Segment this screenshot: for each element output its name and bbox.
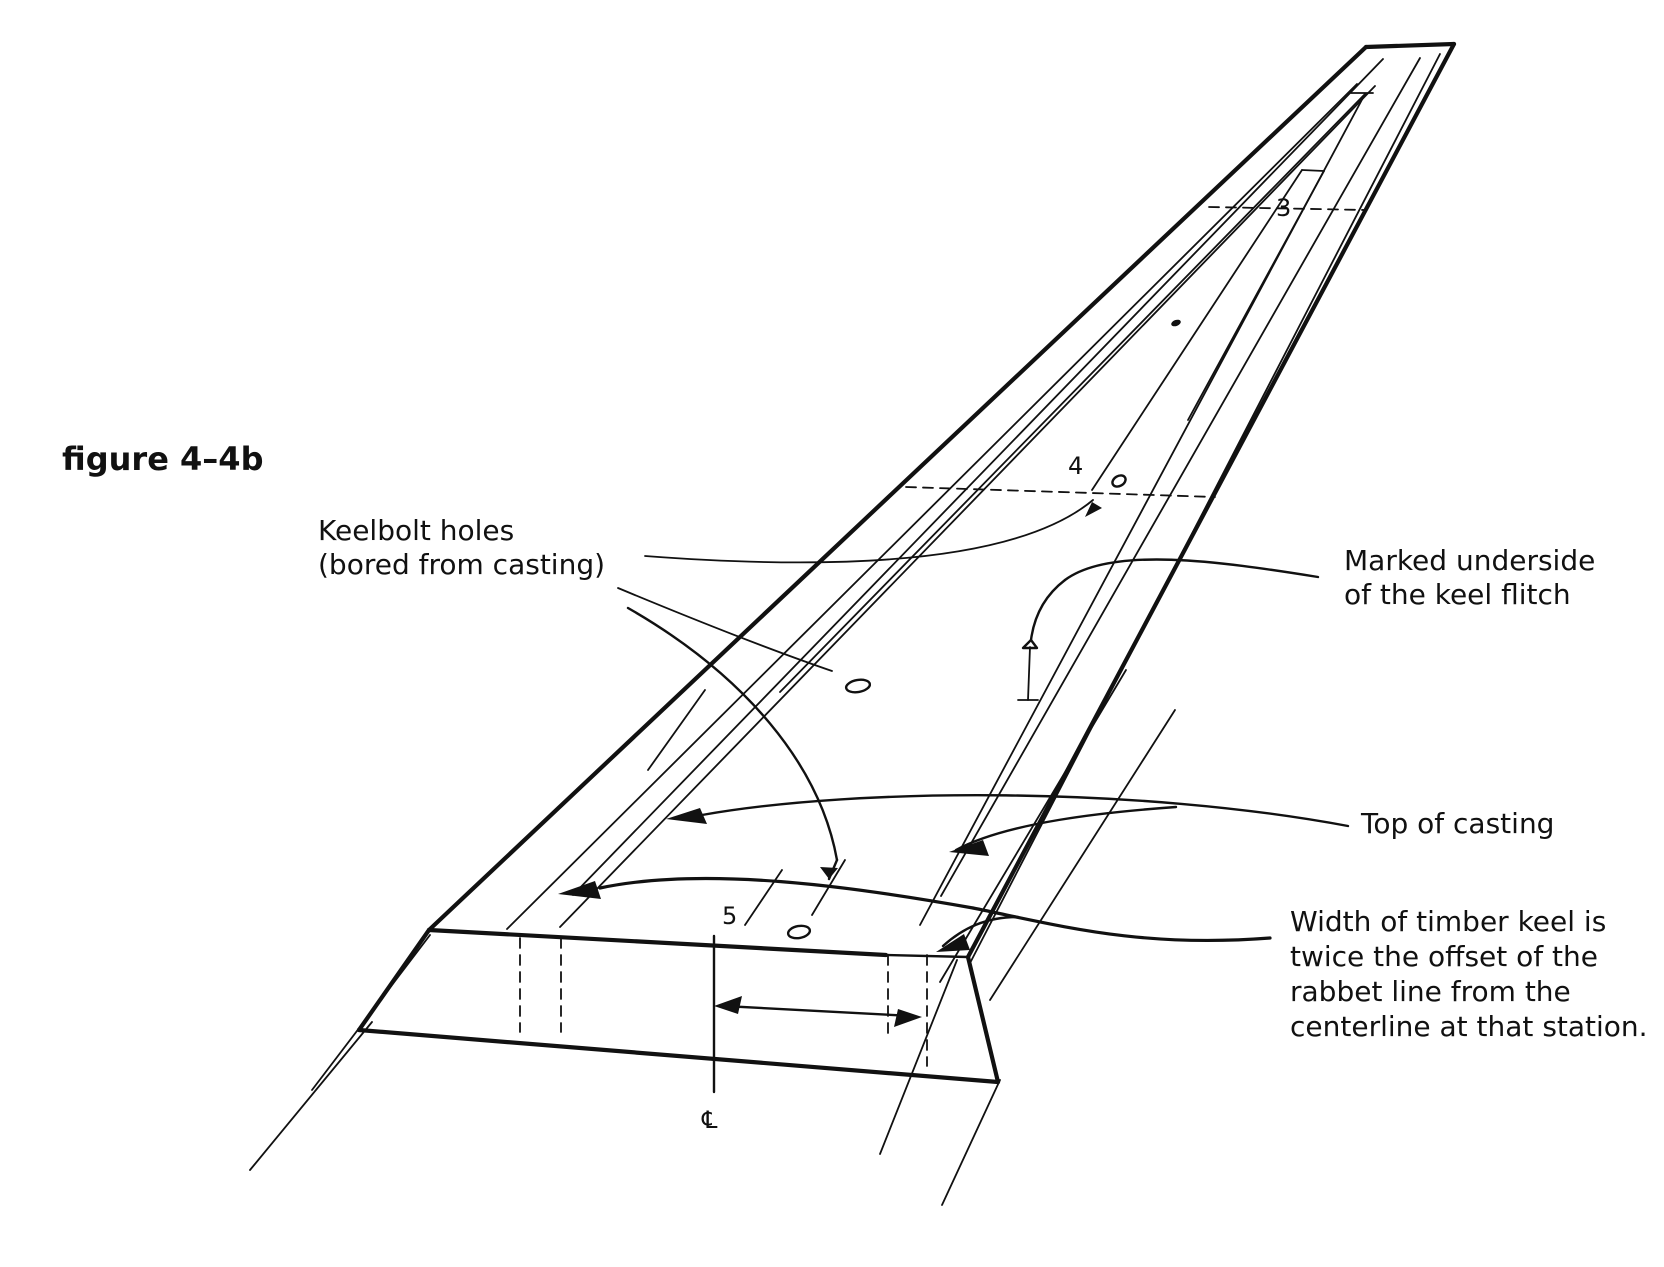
top-of-casting-callout: Top of casting	[666, 794, 1554, 856]
station-5-label: 5	[722, 902, 737, 930]
centerline-symbol: ℄	[701, 1106, 718, 1134]
keelbolt-holes	[786, 319, 1181, 940]
width-note-line-2: twice the offset of the	[1290, 940, 1598, 973]
station-3-label: 3	[1276, 194, 1291, 222]
width-note-line-1: Width of timber keel is	[1290, 905, 1606, 938]
marked-underside-label-line-1: Marked underside	[1344, 544, 1595, 577]
marked-underside-label-line-2: of the keel flitch	[1344, 578, 1571, 611]
keelbolt-holes-label-line-2: (bored from casting)	[318, 548, 605, 581]
top-of-casting-label: Top of casting	[1360, 807, 1554, 840]
width-note-line-3: rabbet line from the	[1290, 975, 1571, 1008]
width-note-line-4: centerline at that station.	[1290, 1010, 1648, 1043]
keel-flitch-outline	[249, 41, 1457, 1206]
keelbolt-holes-label-line-1: Keelbolt holes	[318, 514, 514, 547]
width-note-callout: Width of timber keel is twice the offset…	[558, 876, 1648, 1043]
station-4-label: 4	[1068, 452, 1083, 480]
marked-underside-callout: Marked underside of the keel flitch	[1017, 544, 1595, 701]
keelbolt-holes-callout: Keelbolt holes (bored from casting)	[318, 499, 1102, 881]
station-and-centerline-marks: 3 4 5 ℄	[519, 194, 1367, 1134]
figure-caption: figure 4–4b	[62, 440, 263, 478]
